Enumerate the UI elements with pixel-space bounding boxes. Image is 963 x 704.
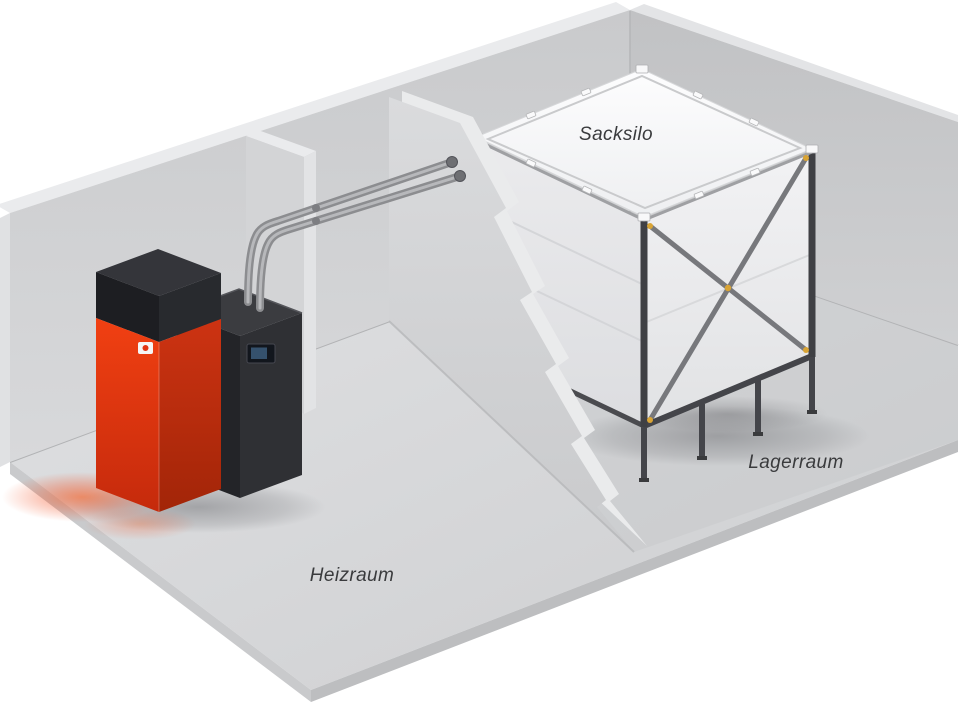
boiler-cap-top	[96, 249, 221, 296]
corner-plate	[635, 64, 649, 74]
stub-cut-face	[304, 151, 316, 414]
label-heizraum: Heizraum	[310, 565, 395, 586]
silo-clip	[580, 87, 592, 97]
silo-foot	[639, 478, 649, 482]
frame-bolt	[647, 223, 653, 229]
suction-hose-1-highlight	[246, 160, 454, 304]
frame-bolt	[803, 347, 809, 353]
hose-wall-fitting	[312, 217, 320, 225]
silo-foot	[753, 432, 763, 436]
hose-flange	[446, 156, 458, 168]
silo-foot	[807, 410, 817, 414]
frame-bolt	[647, 417, 653, 423]
label-lagerraum: Lagerraum	[748, 452, 843, 473]
boiler-body-right	[159, 319, 221, 512]
module-right-face	[240, 313, 302, 498]
hose-wall-fitting	[312, 204, 320, 212]
wall-left-top-face	[0, 2, 630, 213]
partition-base-seam	[388, 320, 635, 553]
brand-flame-icon	[142, 345, 149, 351]
wall-right-top-face	[630, 4, 958, 122]
silo-clip	[692, 90, 704, 100]
suction-hoses	[244, 156, 466, 312]
silo-corner-plates	[469, 64, 819, 222]
silo-clip	[525, 158, 537, 168]
hose-flange	[454, 170, 466, 182]
boiler-glow-secondary	[84, 508, 196, 540]
label-sacksilo: Sacksilo	[579, 124, 653, 145]
partition-face	[389, 97, 634, 552]
silo-clip	[581, 185, 593, 195]
pellet-boiler	[96, 249, 221, 512]
frame-bolt	[724, 284, 732, 292]
silo-foot	[697, 456, 707, 460]
stub-top-face	[246, 130, 316, 157]
suction-hose-2-highlight	[258, 174, 462, 310]
silo-clip	[525, 110, 537, 120]
silo-feet	[639, 410, 817, 482]
partition-wall	[388, 91, 647, 553]
wall-left-end-face	[0, 213, 10, 467]
frame-bolt	[803, 155, 809, 161]
silo-bottom-rail-right	[642, 353, 814, 429]
floor-slab-edge-right	[311, 440, 958, 702]
corner-plate	[637, 212, 651, 222]
frame-bolts	[647, 155, 809, 423]
corner-plate	[805, 144, 819, 154]
silo-legs	[641, 356, 815, 480]
silo-clip	[749, 167, 761, 177]
silo-clip	[693, 190, 705, 200]
boiler-cap-left	[96, 272, 159, 342]
silo-clips	[525, 87, 761, 200]
silo-top-rim	[485, 74, 803, 210]
silo-clip	[748, 117, 760, 127]
boiler-display-screen	[251, 347, 267, 359]
boiler-body-left	[96, 318, 159, 512]
